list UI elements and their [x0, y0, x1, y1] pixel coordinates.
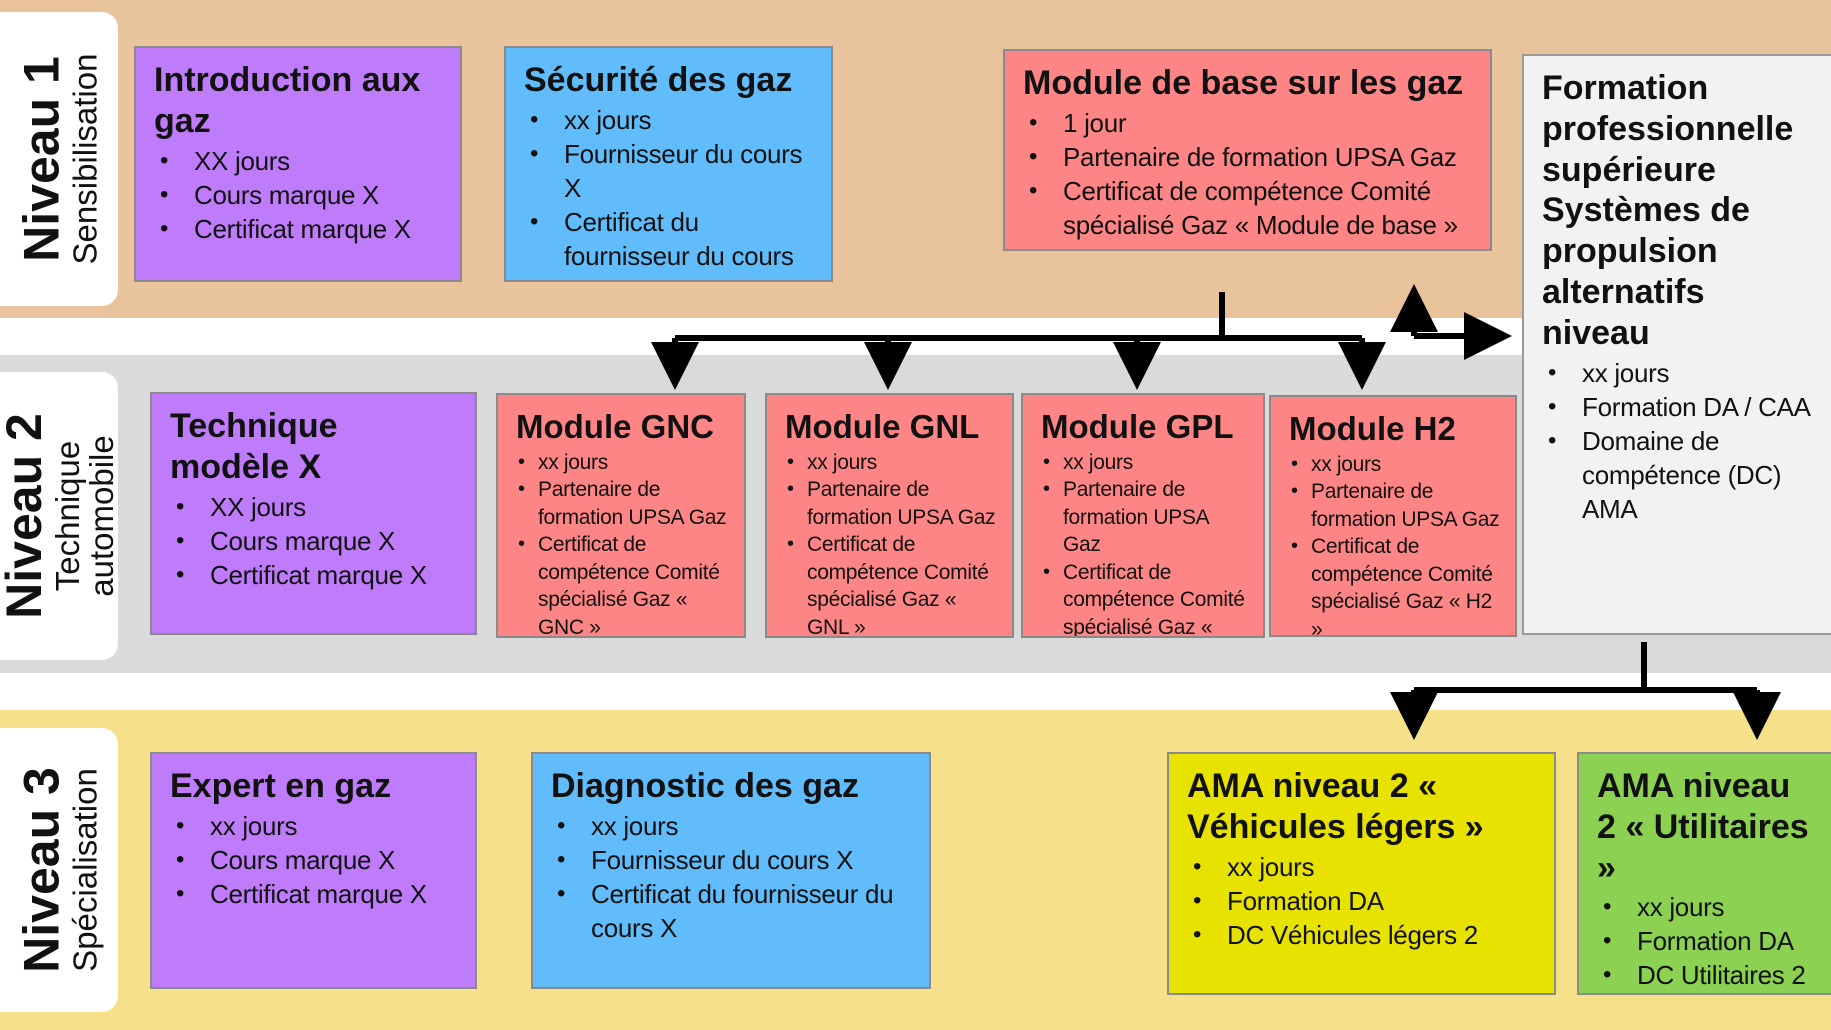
- box-technique-modele: Technique modèle X XX jours Cours marque…: [150, 392, 477, 635]
- box-module-base: Module de base sur les gaz 1 jour Parten…: [1003, 49, 1492, 251]
- list-item: Certificat de compétence Comité spéciali…: [1041, 559, 1249, 636]
- box-module-gnc: Module GNC xx jours Partenaire de format…: [496, 393, 746, 638]
- list-item: xx jours: [516, 449, 730, 477]
- list-item: Certificat du fournisseur du cours X: [524, 205, 817, 280]
- list-item: DC Véhicules légers 2: [1187, 918, 1540, 952]
- list-item: Certificat de compétence Comité spéciali…: [1289, 533, 1501, 635]
- list-item: Domaine de compétence (DC) AMA: [1542, 424, 1817, 526]
- list-item: Partenaire de formation UPSA Gaz: [1023, 140, 1476, 174]
- box-module-h2: Module H2 xx jours Partenaire de formati…: [1269, 395, 1517, 637]
- box-title: Formation professionnelle supérieure Sys…: [1542, 69, 1794, 352]
- box-formation-pro: Formation professionnelle supérieure Sys…: [1522, 54, 1831, 635]
- level-2-label: Niveau 2 Technique automobile: [0, 372, 120, 660]
- box-securite-gaz: Sécurité des gaz xx jours Fournisseur du…: [504, 46, 833, 282]
- box-title: AMA niveau 2 « Utilitaires »: [1597, 767, 1809, 887]
- list-item: xx jours: [1597, 890, 1817, 924]
- box-title: AMA niveau 2 « Véhicules légers »: [1187, 767, 1484, 846]
- box-expert-gaz: Expert en gaz xx jours Cours marque X Ce…: [150, 752, 477, 989]
- box-title: Module GNC: [516, 408, 714, 445]
- list-item: Cours marque X: [170, 524, 461, 558]
- list-item: xx jours: [524, 103, 817, 137]
- list-item: Certificat marque X: [154, 212, 446, 246]
- list-item: Certificat marque X: [170, 877, 461, 911]
- list-item: DC Utilitaires 2: [1597, 958, 1817, 992]
- list-item: xx jours: [1041, 449, 1249, 477]
- list-item: Partenaire de formation UPSA Gaz: [785, 476, 998, 531]
- list-item: Formation DA: [1597, 924, 1817, 958]
- level-1-label: Niveau 1 Sensibilisation: [0, 12, 118, 306]
- list-item: 1 jour: [1023, 106, 1476, 140]
- list-item: Certificat de compétence Comité spéciali…: [1023, 174, 1476, 242]
- list-item: Cours marque X: [154, 178, 446, 212]
- list-item: Certificat de compétence Comité spéciali…: [785, 531, 998, 636]
- box-title: Module de base sur les gaz: [1023, 64, 1464, 102]
- box-module-gpl: Module GPL xx jours Partenaire de format…: [1021, 393, 1265, 638]
- box-title: Sécurité des gaz: [524, 61, 793, 99]
- box-module-gnl: Module GNL xx jours Partenaire de format…: [765, 393, 1014, 638]
- box-title: Module H2: [1289, 410, 1456, 447]
- list-item: Formation DA / CAA: [1542, 390, 1817, 424]
- list-item: Fournisseur du cours X: [524, 137, 817, 205]
- box-diagnostic-gaz: Diagnostic des gaz xx jours Fournisseur …: [531, 752, 931, 989]
- list-item: XX jours: [154, 144, 446, 178]
- list-item: Partenaire de formation UPSA Gaz: [516, 476, 730, 531]
- box-ama-utilitaires: AMA niveau 2 « Utilitaires » xx jours Fo…: [1577, 752, 1831, 995]
- box-title: Diagnostic des gaz: [551, 767, 859, 805]
- level-3-label: Niveau 3 Spécialisation: [0, 728, 118, 1012]
- list-item: xx jours: [551, 809, 915, 843]
- list-item: xx jours: [1542, 356, 1817, 390]
- list-item: Cours marque X: [170, 843, 461, 877]
- box-title: Technique modèle X: [170, 407, 338, 486]
- box-title: Module GPL: [1041, 408, 1234, 445]
- list-item: xx jours: [785, 449, 998, 477]
- box-intro-gaz: Introduction aux gaz XX jours Cours marq…: [134, 46, 462, 282]
- list-item: xx jours: [170, 809, 461, 843]
- list-item: Formation DA: [1187, 884, 1540, 918]
- list-item: Certificat marque X: [170, 558, 461, 592]
- list-item: xx jours: [1289, 451, 1501, 479]
- box-ama-vehicules-legers: AMA niveau 2 « Véhicules légers » xx jou…: [1167, 752, 1556, 995]
- list-item: Partenaire de formation UPSA Gaz: [1289, 478, 1501, 533]
- list-item: Certificat de compétence Comité spéciali…: [516, 531, 730, 636]
- box-title: Module GNL: [785, 408, 980, 445]
- box-title: Expert en gaz: [170, 767, 392, 805]
- list-item: Fournisseur du cours X: [551, 843, 915, 877]
- list-item: xx jours: [1187, 850, 1540, 884]
- list-item: Partenaire de formation UPSA Gaz: [1041, 476, 1249, 559]
- box-title: Introduction aux gaz: [154, 61, 421, 140]
- list-item: XX jours: [170, 490, 461, 524]
- list-item: Certificat du fournisseur du cours X: [551, 877, 915, 945]
